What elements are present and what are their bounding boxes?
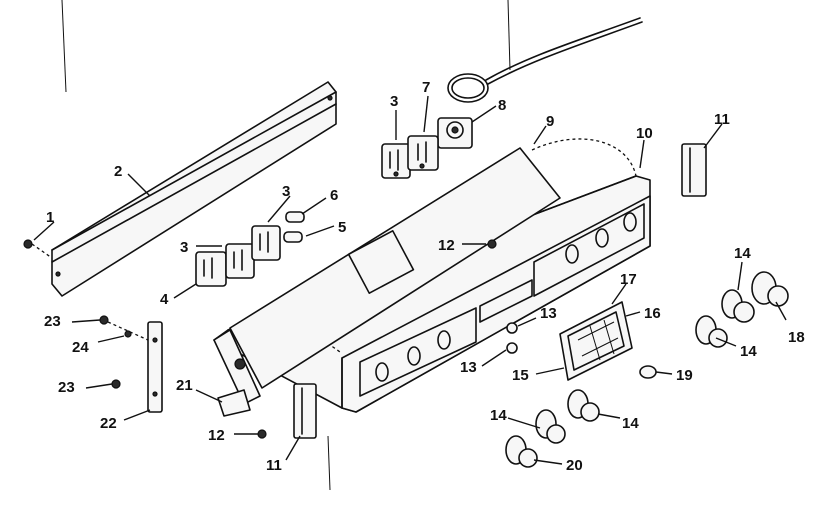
callout-15: 15 — [512, 367, 529, 384]
part-23-screw-upper — [99, 315, 109, 325]
part-14-knob-bottom-left — [535, 409, 566, 444]
callout-14-mid-right: 14 — [740, 343, 757, 360]
callout-11-bottom: 11 — [266, 457, 282, 474]
callout-18: 18 — [788, 329, 805, 346]
part-14-knob-upper-left — [721, 289, 755, 323]
part-12-screw-lower — [257, 429, 267, 439]
part-24-clip — [124, 330, 132, 338]
callout-6: 6 — [330, 187, 338, 204]
callout-13-upper: 13 — [540, 305, 557, 322]
callout-23-lower: 23 — [58, 379, 75, 396]
scan-line-top — [507, 0, 511, 71]
leader-dash-23 — [107, 321, 149, 341]
leader-dash-1 — [31, 243, 53, 259]
callout-12-upper: 12 — [438, 237, 455, 254]
part-14-knob-lower-left — [695, 315, 728, 348]
part-22-mounting-bracket — [147, 321, 163, 413]
callout-14-upper-right: 14 — [734, 245, 751, 262]
part-3-switch-upper — [381, 143, 411, 179]
part-6-socket — [285, 211, 305, 223]
callout-14-bottom-left: 14 — [490, 407, 507, 424]
callout-2: 2 — [114, 163, 122, 180]
callout-20: 20 — [566, 457, 583, 474]
part-7-switch — [407, 135, 439, 171]
part-3-switch-mid-right — [251, 225, 281, 261]
callout-labels: 1 2 3 3 3 4 5 6 7 8 9 10 11 11 12 12 13 … — [44, 79, 805, 474]
leader-lines — [33, 95, 787, 465]
part-14-knob-bottom-right — [567, 389, 600, 422]
callout-13-lower: 13 — [460, 359, 477, 376]
part-4-switch — [195, 251, 227, 287]
callout-19: 19 — [676, 367, 693, 384]
part-3-switch-mid-left — [225, 243, 255, 279]
callout-3-upper: 3 — [390, 93, 398, 110]
callout-5: 5 — [338, 219, 346, 236]
callout-9: 9 — [546, 113, 554, 130]
callout-22: 22 — [100, 415, 117, 432]
callout-10: 10 — [636, 125, 653, 142]
part-13-grommet-upper — [506, 322, 518, 334]
part-13-grommet-lower — [506, 342, 518, 354]
callout-8: 8 — [498, 97, 506, 114]
callout-11-right: 11 — [714, 111, 730, 128]
front-panel-windows — [359, 203, 645, 397]
part-23-screw-lower — [111, 379, 121, 389]
part-5-socket — [283, 231, 303, 243]
callout-14-bottom-right: 14 — [622, 415, 639, 432]
part-15-16-17-clock — [559, 301, 633, 381]
callout-4: 4 — [160, 291, 169, 308]
callout-23-upper: 23 — [44, 313, 61, 330]
part-20-knob — [505, 435, 538, 468]
part-8-thermostat — [437, 17, 643, 149]
part-18-knob — [751, 271, 789, 307]
part-12-screw-upper — [487, 239, 497, 249]
callout-3-mid-left: 3 — [180, 239, 188, 256]
callout-17: 17 — [620, 271, 637, 288]
callout-12-lower: 12 — [208, 427, 225, 444]
callout-3-mid-right: 3 — [282, 183, 290, 200]
part-2-trim-strip — [51, 81, 337, 297]
scan-line-left — [61, 0, 67, 93]
part-19-clock-knob — [639, 365, 657, 379]
callout-16: 16 — [644, 305, 661, 322]
part-21-end-bracket — [213, 329, 261, 417]
callout-24: 24 — [72, 339, 89, 356]
part-9-panel-insert — [229, 147, 561, 389]
part-11-end-trim-bottom — [293, 383, 317, 439]
scan-line-bottom — [327, 435, 331, 491]
part-1-screw — [23, 239, 33, 249]
part-11-end-trim-right — [681, 143, 707, 197]
callout-21: 21 — [176, 377, 193, 394]
callout-1: 1 — [46, 209, 54, 226]
callout-7: 7 — [422, 79, 430, 96]
